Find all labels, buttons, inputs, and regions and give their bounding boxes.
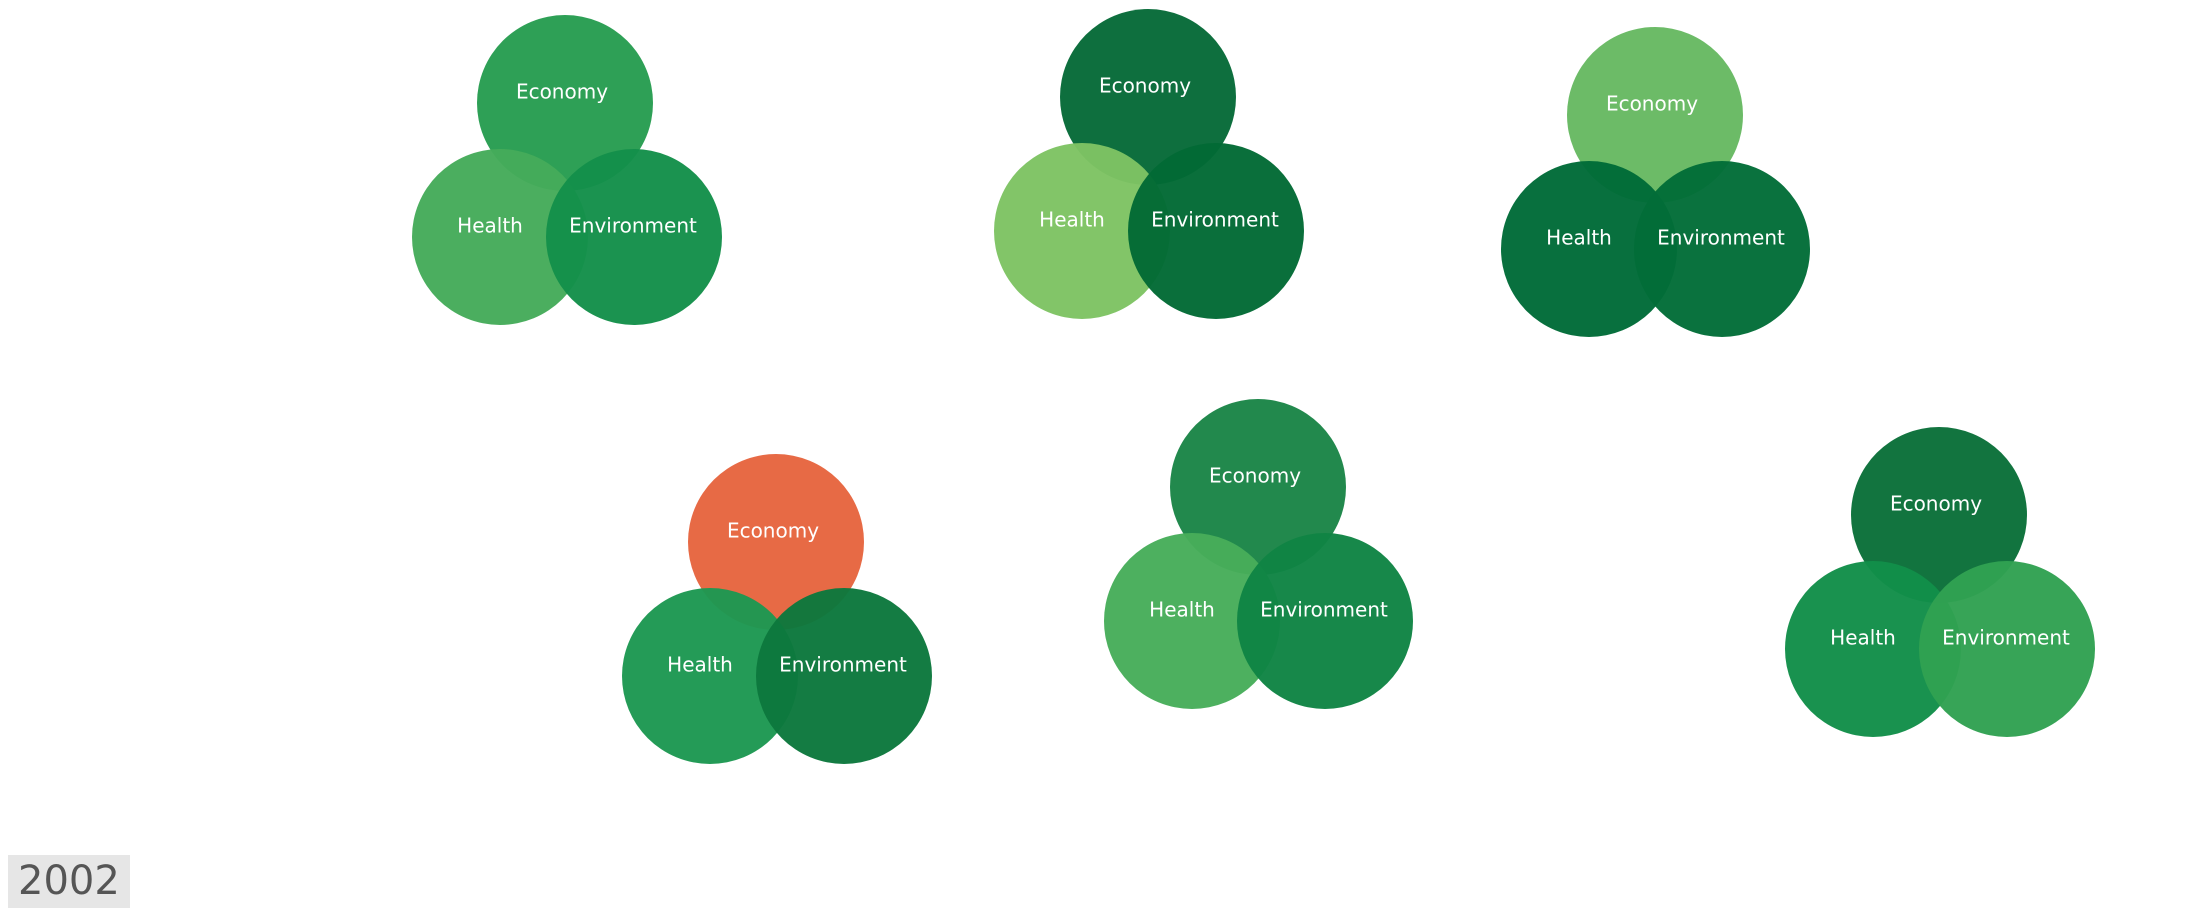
- year-label: 2002: [8, 855, 130, 908]
- environment-label: Environment: [779, 653, 907, 677]
- economy-circle: [688, 454, 864, 630]
- economy-label: Economy: [1209, 464, 1301, 488]
- health-circle: [622, 588, 798, 764]
- economy-circle: [1170, 399, 1346, 575]
- environment-label: Environment: [569, 214, 697, 238]
- environment-circle: [756, 588, 932, 764]
- health-circle: [1785, 561, 1961, 737]
- health-circle: [994, 143, 1170, 319]
- health-label: Health: [1039, 208, 1105, 232]
- economy-circle: [1851, 427, 2027, 603]
- economy-label: Economy: [1890, 492, 1982, 516]
- environment-label: Environment: [1151, 208, 1279, 232]
- environment-circle: [1634, 161, 1810, 337]
- health-circle: [1501, 161, 1677, 337]
- environment-circle: [1237, 533, 1413, 709]
- environment-circle: [546, 149, 722, 325]
- health-label: Health: [1830, 626, 1896, 650]
- economy-label: Economy: [516, 80, 608, 104]
- health-circle: [412, 149, 588, 325]
- health-label: Health: [457, 214, 523, 238]
- environment-label: Environment: [1260, 598, 1388, 622]
- economy-label: Economy: [1606, 92, 1698, 116]
- economy-label: Economy: [1099, 74, 1191, 98]
- environment-circle: [1919, 561, 2095, 737]
- economy-circle: [1060, 9, 1236, 185]
- health-label: Health: [1149, 598, 1215, 622]
- health-circle: [1104, 533, 1280, 709]
- health-label: Health: [667, 653, 733, 677]
- economy-circle: [477, 15, 653, 191]
- environment-label: Environment: [1942, 626, 2070, 650]
- health-label: Health: [1546, 226, 1612, 250]
- environment-circle: [1128, 143, 1304, 319]
- environment-label: Environment: [1657, 226, 1785, 250]
- economy-circle: [1567, 27, 1743, 203]
- economy-label: Economy: [727, 519, 819, 543]
